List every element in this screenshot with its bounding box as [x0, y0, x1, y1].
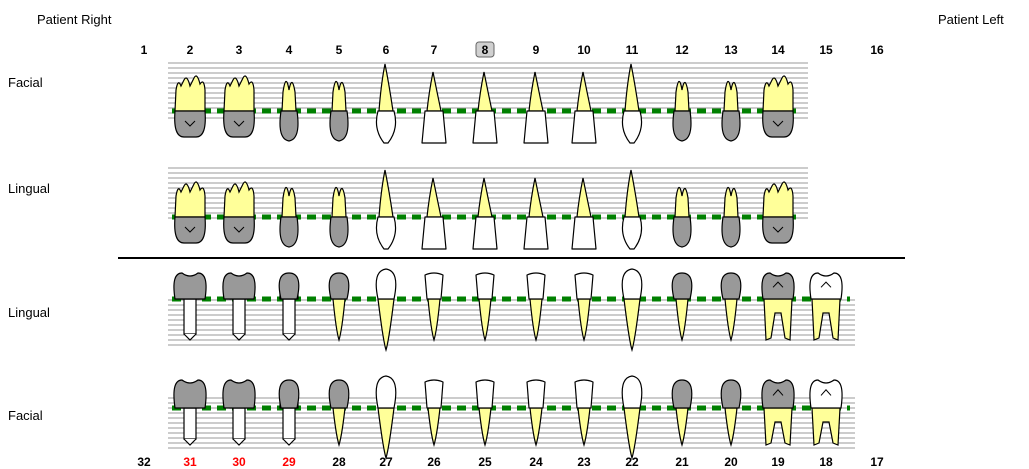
tooth-number-31[interactable]: 31 [175, 455, 205, 469]
tooth-18-facial[interactable] [810, 380, 842, 445]
tooth-4-facial[interactable] [280, 81, 298, 141]
tooth-number-30[interactable]: 30 [224, 455, 254, 469]
tooth-number-17[interactable]: 17 [862, 455, 892, 469]
tooth-number-28[interactable]: 28 [324, 455, 354, 469]
tooth-number-23[interactable]: 23 [569, 455, 599, 469]
tooth-number-16[interactable]: 16 [862, 43, 892, 57]
tooth-14-facial[interactable] [763, 76, 794, 137]
tooth-22-facial[interactable] [622, 376, 642, 458]
tooth-number-15[interactable]: 15 [811, 43, 841, 57]
tooth-number-4[interactable]: 4 [274, 43, 304, 57]
tooth-number-20[interactable]: 20 [716, 455, 746, 469]
tooth-number-5[interactable]: 5 [324, 43, 354, 57]
tooth-12-facial[interactable] [673, 81, 691, 141]
tooth-number-13[interactable]: 13 [716, 43, 746, 57]
tooth-19-facial[interactable] [762, 380, 794, 445]
tooth-12-lingual[interactable] [673, 187, 691, 247]
grid-band [168, 398, 855, 448]
tooth-number-32[interactable]: 32 [129, 455, 159, 469]
tooth-number-25[interactable]: 25 [470, 455, 500, 469]
tooth-number-7[interactable]: 7 [419, 43, 449, 57]
tooth-number-2[interactable]: 2 [175, 43, 205, 57]
tooth-2-facial[interactable] [175, 76, 206, 137]
tooth-3-facial[interactable] [224, 76, 255, 137]
tooth-11-lingual[interactable] [622, 170, 641, 249]
tooth-2-lingual[interactable] [175, 182, 206, 243]
tooth-6-lingual[interactable] [376, 170, 395, 249]
tooth-number-21[interactable]: 21 [667, 455, 697, 469]
tooth-number-14[interactable]: 14 [763, 43, 793, 57]
tooth-5-lingual[interactable] [330, 187, 348, 247]
tooth-number-18[interactable]: 18 [811, 455, 841, 469]
tooth-number-22[interactable]: 22 [617, 455, 647, 469]
tooth-5-facial[interactable] [330, 81, 348, 141]
tooth-number-1[interactable]: 1 [129, 43, 159, 57]
tooth-number-12[interactable]: 12 [667, 43, 697, 57]
tooth-number-19[interactable]: 19 [763, 455, 793, 469]
tooth-number-27[interactable]: 27 [371, 455, 401, 469]
tooth-13-facial[interactable] [722, 81, 740, 141]
tooth-number-10[interactable]: 10 [569, 43, 599, 57]
tooth-number-8[interactable]: 8 [470, 43, 500, 57]
tooth-13-lingual[interactable] [722, 187, 740, 247]
tooth-number-6[interactable]: 6 [371, 43, 401, 57]
tooth-27-facial[interactable] [376, 376, 396, 458]
tooth-number-24[interactable]: 24 [521, 455, 551, 469]
tooth-14-lingual[interactable] [763, 182, 794, 243]
tooth-number-9[interactable]: 9 [521, 43, 551, 57]
tooth-4-lingual[interactable] [280, 187, 298, 247]
grid-band [168, 300, 855, 345]
tooth-number-26[interactable]: 26 [419, 455, 449, 469]
tooth-number-11[interactable]: 11 [617, 43, 647, 57]
tooth-3-lingual[interactable] [224, 182, 255, 243]
tooth-22-lingual[interactable] [622, 269, 642, 350]
tooth-27-lingual[interactable] [376, 269, 396, 350]
tooth-number-3[interactable]: 3 [224, 43, 254, 57]
tooth-number-29[interactable]: 29 [274, 455, 304, 469]
